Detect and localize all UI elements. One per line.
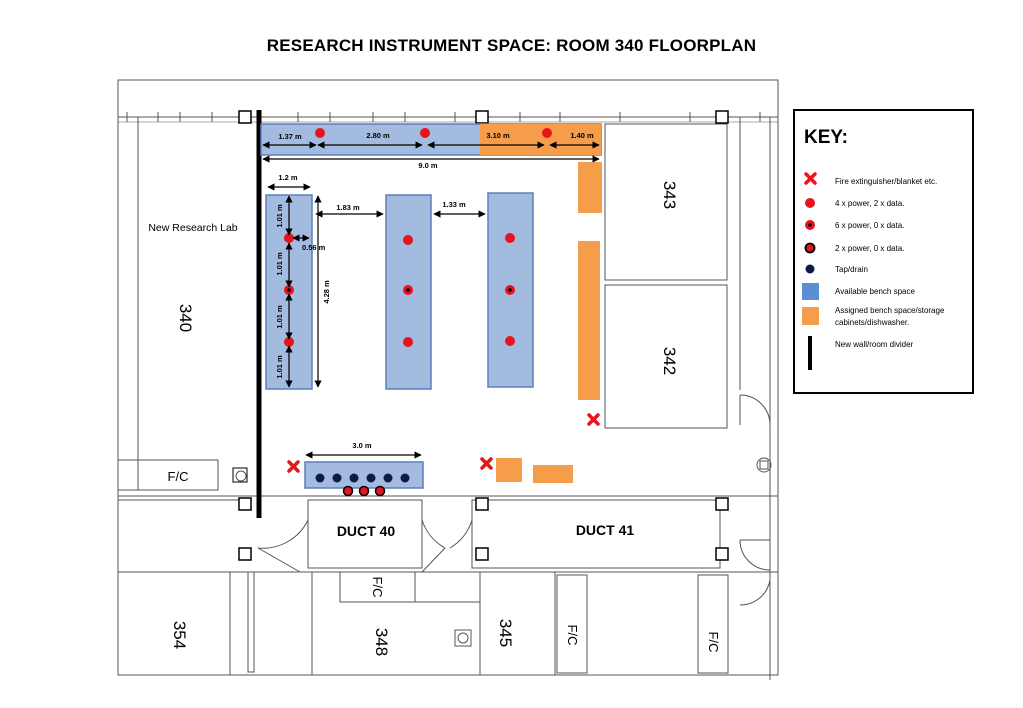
tap-drain-icon [332, 473, 342, 483]
assigned-cabinet-3 [496, 458, 522, 482]
sink-icon [235, 470, 247, 482]
dim-1-40: 1.40 m [570, 131, 594, 140]
room-345-label: 345 [496, 619, 515, 647]
fc-label-left: F/C [168, 469, 189, 484]
key-tap-drain-icon [805, 264, 815, 274]
room-343-outline [604, 123, 728, 281]
key-label-available: Available bench space [835, 287, 915, 296]
power-4-2-icon [403, 235, 413, 245]
duct-40-label: DUCT 40 [337, 523, 396, 539]
dim-1-01-c: 1.01 m [275, 305, 284, 329]
tap-drain-icon [366, 473, 376, 483]
fire-extinguisher-icon [287, 460, 300, 473]
key-label-power-4-2: 4 x power, 2 x data. [835, 199, 904, 208]
building-walls [117, 79, 779, 680]
key-label-assigned-2: cabinets/dishwasher. [835, 318, 909, 327]
dim-1-01-d: 1.01 m [275, 355, 284, 379]
key-label-fire: Fire extinguisher/blanket etc. [835, 177, 937, 186]
dim-2-80: 2.80 m [366, 131, 390, 140]
power-2-0-icon [342, 485, 354, 497]
power-4-2-icon [315, 128, 325, 138]
power-2-0-icon [358, 485, 370, 497]
dim-1-2: 1.2 m [278, 173, 298, 182]
assigned-bench-top [480, 124, 601, 155]
fire-extinguishers [287, 413, 600, 473]
room-343-label: 343 [660, 181, 679, 209]
fc-label-345: F/C [565, 625, 580, 646]
power-2-0-points [342, 485, 386, 497]
taps [315, 473, 410, 483]
dim-9-0: 9.0 m [418, 161, 438, 170]
dim-1-83: 1.83 m [336, 203, 360, 212]
dim-4-28: 4.28 m [322, 280, 331, 304]
key-label-assigned: Assigned bench space/storage [835, 306, 945, 315]
key-panel: KEY: Fire extinguisher/blanket etc. 4 x … [793, 109, 974, 394]
power-4-2-icon [420, 128, 430, 138]
dim-0-56: 0.56 m [302, 243, 326, 252]
assigned-cabinet-1 [578, 162, 602, 213]
dim-1-37: 1.37 m [278, 132, 302, 141]
benches [260, 123, 602, 489]
dim-3-0: 3.0 m [352, 441, 372, 450]
drain-fixture-icon [756, 457, 772, 473]
door-swings [257, 394, 771, 606]
key-wall-divider-icon [808, 336, 812, 370]
key-heading: KEY: [804, 127, 848, 148]
building-outline [117, 79, 779, 676]
power-2-0-icon [374, 485, 386, 497]
dim-1-01-b: 1.01 m [275, 252, 284, 276]
tap-drain-icon [349, 473, 359, 483]
duct-41-outline [471, 499, 721, 569]
page-title: RESEARCH INSTRUMENT SPACE: ROOM 340 FLOO… [266, 36, 757, 55]
window-ticks [126, 112, 761, 122]
assigned-dishwasher [533, 465, 573, 483]
room-340-label: 340 [176, 304, 195, 332]
key-available-bench-icon [802, 283, 819, 300]
fire-extinguisher-icon [587, 413, 600, 426]
fc-label-348: F/C [370, 577, 385, 598]
key-power-4-2-icon [805, 198, 815, 208]
power-4-2-icon [505, 233, 515, 243]
fc-label-right: F/C [706, 632, 721, 653]
assigned-cabinet-2 [578, 241, 600, 400]
tap-drain-icon [400, 473, 410, 483]
key-label-wall: New wall/room divider [835, 340, 914, 349]
duct-41-label: DUCT 41 [576, 522, 635, 538]
dim-3-10: 3.10 m [486, 131, 510, 140]
tap-drain-icon [315, 473, 325, 483]
dim-1-33: 1.33 m [442, 200, 466, 209]
key-assigned-bench-icon [802, 307, 819, 325]
sink-icon [457, 632, 469, 644]
power-4-2-icon [542, 128, 552, 138]
room-354-label: 354 [170, 621, 189, 649]
key-label-power-6-0: 6 x power, 0 x data. [835, 221, 904, 230]
bench-middle [385, 194, 432, 390]
room-348-label: 348 [372, 628, 391, 656]
fire-extinguisher-icon [480, 457, 493, 470]
duct-40-outline [307, 499, 423, 569]
room-342-outline [604, 284, 728, 429]
dimension-lines [262, 141, 600, 459]
key-power-2-0-icon [804, 242, 816, 254]
power-4-2-icon [403, 337, 413, 347]
key-box [793, 109, 974, 394]
new-research-lab-label: New Research Lab [148, 222, 237, 234]
tap-drain-icon [383, 473, 393, 483]
dim-1-01-a: 1.01 m [275, 204, 284, 228]
key-fire-extinguisher-icon [804, 172, 817, 185]
room-342-label: 342 [660, 347, 679, 375]
power-4-2-icon [505, 336, 515, 346]
key-label-tap: Tap/drain [835, 265, 868, 274]
key-label-power-2-0: 2 x power, 0 x data. [835, 244, 904, 253]
